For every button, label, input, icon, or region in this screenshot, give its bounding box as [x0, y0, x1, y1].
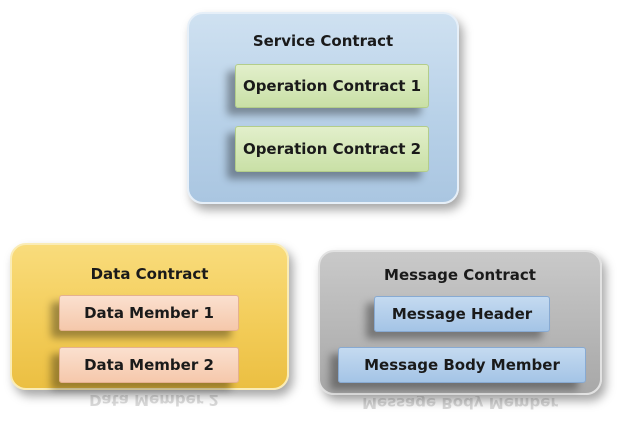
operation-contract-2-box: Operation Contract 2: [235, 126, 429, 172]
service-contract-title: Service Contract: [252, 32, 394, 50]
service-contract-panel: Service Contract Operation Contract 1 Op…: [187, 12, 459, 204]
data-contract-panel: Data Contract Data Member 1 Data Member …: [10, 243, 289, 390]
operation-contract-1-box: Operation Contract 1: [235, 64, 429, 108]
data-member-2-reflection: Data Member 2: [89, 391, 219, 409]
data-contract-title: Data Contract: [90, 265, 209, 283]
data-member-2-box: Data Member 2: [59, 347, 239, 383]
message-header-box: Message Header: [374, 296, 550, 332]
data-member-1-box: Data Member 1: [59, 295, 239, 331]
message-body-member-reflection: Message Body Member: [362, 396, 558, 412]
message-contract-title: Message Contract: [384, 266, 536, 284]
message-body-member-box: Message Body Member: [338, 347, 586, 383]
message-contract-panel: Message Contract Message Header Message …: [318, 250, 602, 395]
